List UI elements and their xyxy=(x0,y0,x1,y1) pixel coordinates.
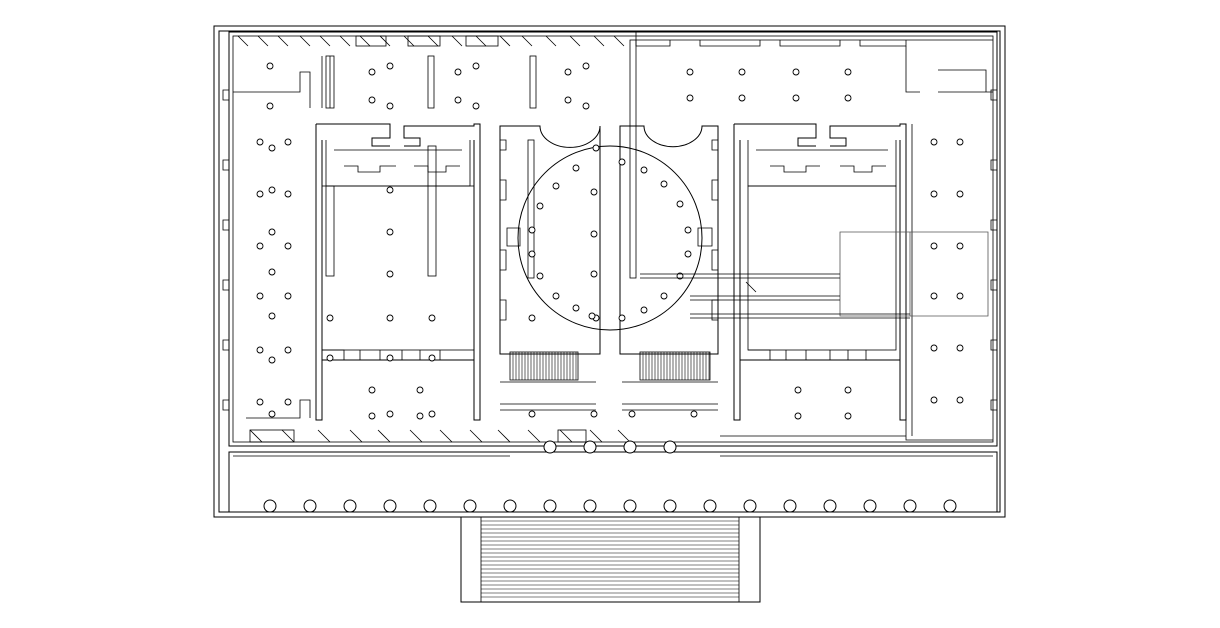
window-openings xyxy=(237,35,631,443)
main-building-walls xyxy=(222,31,998,447)
front-portico xyxy=(228,440,998,513)
internal-stairs xyxy=(500,351,718,418)
left-wing xyxy=(233,55,590,419)
right-court xyxy=(640,123,989,421)
internal-stair-treads xyxy=(512,352,710,380)
outer-enclosure xyxy=(213,25,1006,518)
entrance-columns xyxy=(543,440,677,454)
front-entrance-stair xyxy=(460,516,761,603)
right-wing xyxy=(635,32,993,447)
left-court xyxy=(315,123,481,421)
portico-columns xyxy=(263,499,957,513)
central-rotunda xyxy=(499,39,719,355)
stair-treads xyxy=(481,520,739,598)
